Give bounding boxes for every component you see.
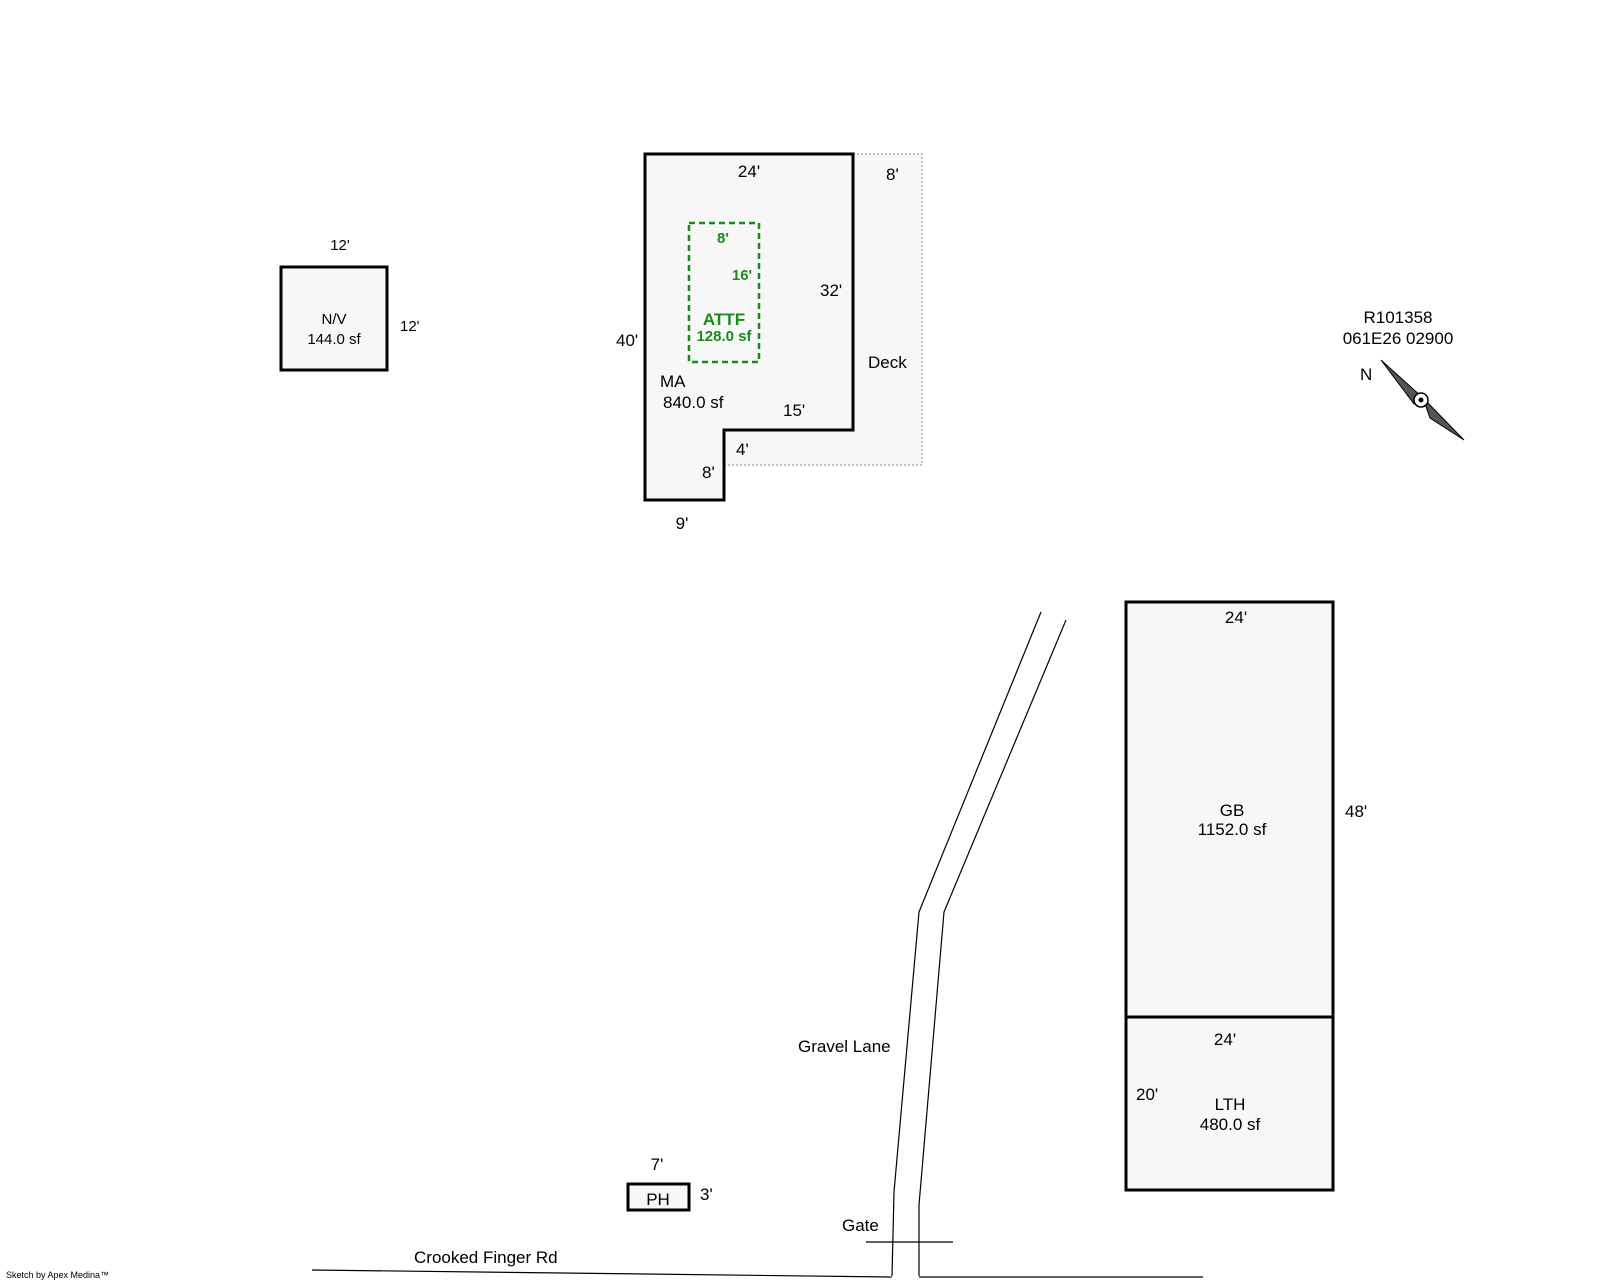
nv-area: 144.0 sf bbox=[307, 331, 361, 348]
ph-code: PH bbox=[646, 1190, 670, 1209]
ma-dim-notch-side: 4' bbox=[736, 440, 749, 459]
lth-code: LTH bbox=[1215, 1095, 1246, 1114]
ma-outline bbox=[643, 152, 855, 502]
main-road: Crooked Finger Rd bbox=[311, 1248, 1203, 1278]
account-number: R101358 bbox=[1363, 308, 1432, 327]
gb-code: GB bbox=[1220, 801, 1245, 820]
deck-code: Deck bbox=[868, 353, 907, 372]
parcel-info: R101358 061E26 02900 bbox=[1343, 308, 1454, 348]
ph-dim-top: 7' bbox=[651, 1155, 664, 1174]
ma-dim-left: 40' bbox=[616, 331, 638, 350]
ma-area: 840.0 sf bbox=[663, 393, 724, 412]
gb-dim-top: 24' bbox=[1225, 608, 1247, 627]
north-arrow-icon: N bbox=[1360, 359, 1465, 441]
map-tax-lot: 061E26 02900 bbox=[1343, 329, 1454, 348]
attf-dim-side: 16' bbox=[732, 267, 752, 284]
nv-dim-right: 12' bbox=[400, 318, 420, 335]
attf-area: 8' 16' ATTF 128.0 sf bbox=[687, 221, 761, 364]
ph-outline bbox=[626, 1182, 691, 1212]
lth-dim-top: 24' bbox=[1214, 1030, 1236, 1049]
gb-dim-right: 48' bbox=[1345, 802, 1367, 821]
road-label: Crooked Finger Rd bbox=[414, 1248, 558, 1267]
gate: Gate bbox=[842, 1216, 953, 1243]
ma-dim-right: 32' bbox=[820, 281, 842, 300]
lane-right-edge bbox=[918, 619, 1067, 1276]
lth-dim-left: 20' bbox=[1136, 1085, 1158, 1104]
ph-dim-right: 3' bbox=[700, 1185, 713, 1204]
gate-label: Gate bbox=[842, 1216, 879, 1235]
ma-code: MA bbox=[660, 372, 686, 391]
nv-outline bbox=[279, 265, 389, 372]
north-label: N bbox=[1360, 365, 1372, 384]
attf-outline bbox=[687, 221, 761, 364]
ma-dim-bottom: 9' bbox=[676, 514, 689, 533]
ma-dim-notch-top: 15' bbox=[783, 401, 805, 420]
attf-code: ATTF bbox=[703, 310, 745, 329]
attf-dim-top: 8' bbox=[717, 230, 729, 247]
gb-area: 1152.0 sf bbox=[1198, 820, 1267, 839]
nv-dim-top: 12' bbox=[330, 237, 350, 254]
lth-building: 24' 20' LTH 480.0 sf bbox=[1124, 1015, 1335, 1192]
gravel-lane: Gravel Lane bbox=[798, 611, 1067, 1277]
sketch-credit: Sketch by Apex Medina™ bbox=[6, 1270, 109, 1280]
lane-label: Gravel Lane bbox=[798, 1037, 891, 1056]
road-left-segment bbox=[311, 1269, 893, 1278]
deck-dim-top: 8' bbox=[886, 165, 899, 184]
nv-code: N/V bbox=[321, 311, 346, 328]
nv-building: 12' 12' N/V 144.0 sf bbox=[279, 237, 420, 372]
ma-dim-top: 24' bbox=[738, 162, 760, 181]
attf-area-label: 128.0 sf bbox=[696, 328, 752, 345]
gb-outline bbox=[1124, 600, 1335, 1019]
lane-left-edge bbox=[891, 611, 1042, 1277]
lth-area: 480.0 sf bbox=[1200, 1115, 1261, 1134]
lth-outline bbox=[1124, 1015, 1335, 1192]
ma-dim-lower-side: 8' bbox=[702, 463, 715, 482]
gb-building: 24' 48' GB 1152.0 sf bbox=[1124, 600, 1367, 1019]
ma-building: 24' 40' 32' MA 840.0 sf 15' 4' 8' 9' bbox=[616, 152, 855, 533]
ph-building: PH 7' 3' bbox=[626, 1155, 713, 1212]
